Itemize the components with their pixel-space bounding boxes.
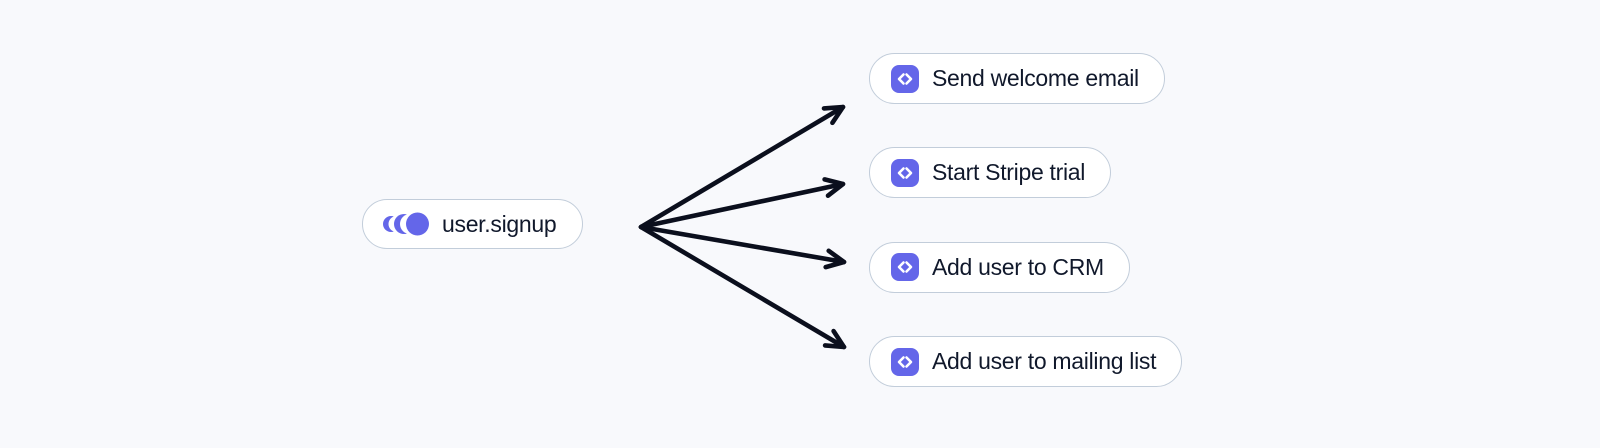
trigger-label: user.signup xyxy=(442,210,557,237)
arrow-to-add-user-to-crm xyxy=(638,224,847,270)
action-node-start-stripe-trial: Start Stripe trial xyxy=(869,147,1112,198)
arrow-to-add-user-to-mailing-list xyxy=(638,224,847,350)
arrow-to-send-welcome-email xyxy=(638,104,846,230)
arrow-to-start-stripe-trial xyxy=(638,177,846,230)
trigger-node-user-signup: user.signup xyxy=(362,199,584,249)
code-icon xyxy=(891,253,919,281)
action-label: Add user to mailing list xyxy=(932,348,1157,374)
action-node-add-user-to-crm: Add user to CRM xyxy=(869,241,1130,293)
action-label: Add user to CRM xyxy=(932,253,1104,280)
code-icon xyxy=(891,347,919,376)
event-pulse-icon xyxy=(383,212,429,236)
code-icon xyxy=(891,64,919,93)
action-label: Start Stripe trial xyxy=(932,159,1086,185)
code-icon xyxy=(891,158,919,187)
action-node-add-user-to-mailing-list: Add user to mailing list xyxy=(869,336,1183,387)
action-node-send-welcome-email: Send welcome email xyxy=(869,53,1165,104)
action-label: Send welcome email xyxy=(932,65,1139,91)
